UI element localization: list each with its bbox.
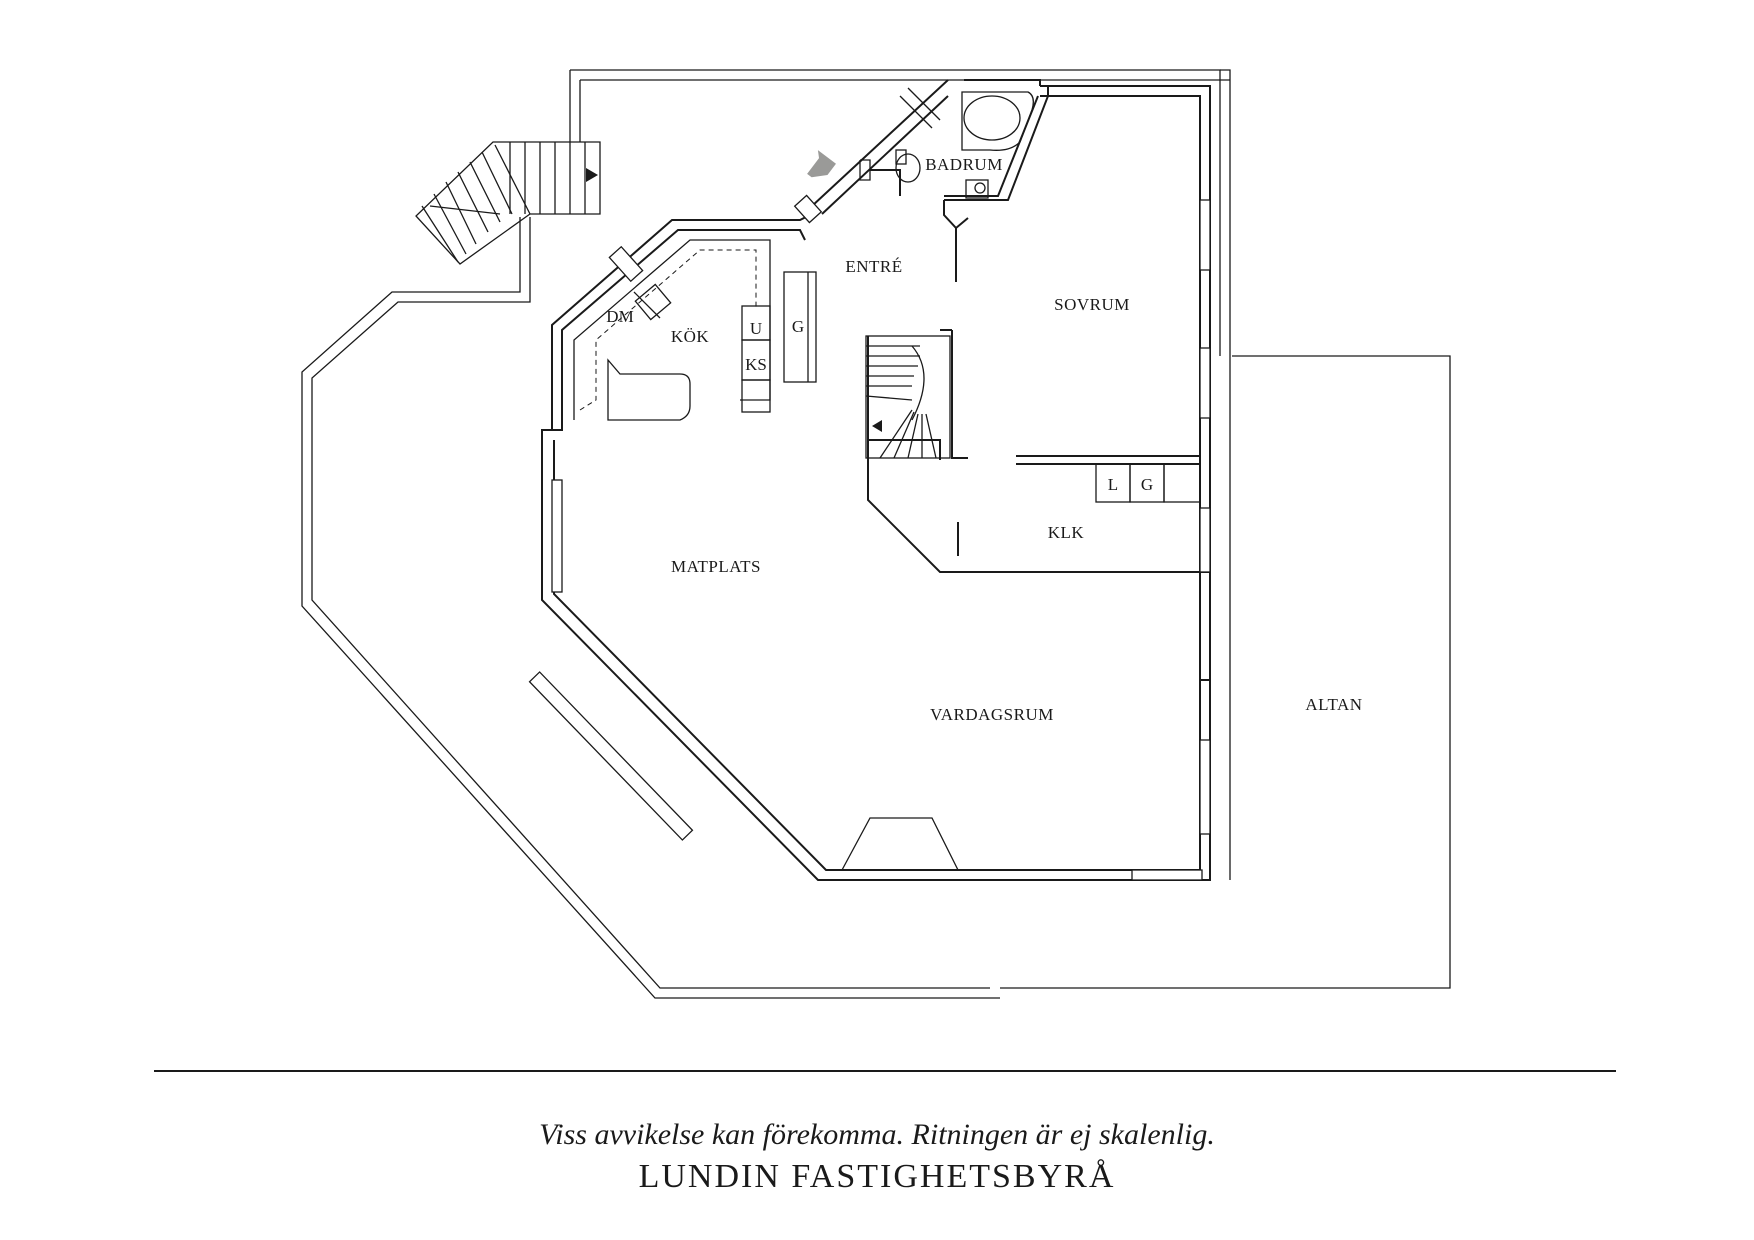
footer-divider xyxy=(154,1070,1616,1072)
entry-angled-wall xyxy=(793,79,949,224)
appliance-label-g-laundry: G xyxy=(1141,475,1153,494)
outer-staircase xyxy=(415,141,601,265)
kitchen-stove xyxy=(783,271,817,383)
disclaimer-text: Viss avvikelse kan förekomma. Ritningen … xyxy=(539,1118,1215,1151)
entrance-arrow-icon xyxy=(807,150,836,178)
altan-deck xyxy=(1000,355,1451,989)
toilet xyxy=(895,153,921,183)
room-label-vardagsrum: VARDAGSRUM xyxy=(930,705,1054,724)
bathtub xyxy=(961,91,1034,151)
windows xyxy=(528,199,1211,881)
room-label-matplats: MATPLATS xyxy=(671,557,761,576)
laundry-appliances xyxy=(1095,463,1201,503)
room-label-altan: ALTAN xyxy=(1305,695,1362,714)
company-name: LUNDIN FASTIGHETSBYRÅ xyxy=(638,1158,1116,1195)
appliance-label-ks: KS xyxy=(745,355,767,374)
bathroom xyxy=(859,86,1049,282)
dishwasher xyxy=(634,283,672,321)
room-label-kok: KÖK xyxy=(671,327,710,346)
appliance-label-dm: DM xyxy=(606,307,633,326)
room-label-entre: ENTRÉ xyxy=(845,257,902,276)
outer-deck xyxy=(301,69,1231,999)
fireplace xyxy=(840,817,960,871)
appliance-label-g-kitchen: G xyxy=(792,317,804,336)
kitchen-counters xyxy=(573,239,817,421)
appliance-label-u: U xyxy=(750,319,762,338)
room-label-badrum: BADRUM xyxy=(925,155,1003,174)
kitchen-island xyxy=(607,358,691,421)
bathroom-sink xyxy=(965,179,989,199)
room-label-sovrum: SOVRUM xyxy=(1054,295,1130,314)
appliance-label-l: L xyxy=(1108,475,1118,494)
inner-staircase xyxy=(865,335,951,459)
inner-stairs-arrow-icon xyxy=(872,420,882,432)
interior-walls xyxy=(867,329,1211,681)
room-label-klk: KLK xyxy=(1048,523,1085,542)
outer-stairs-arrow-icon xyxy=(586,168,598,182)
